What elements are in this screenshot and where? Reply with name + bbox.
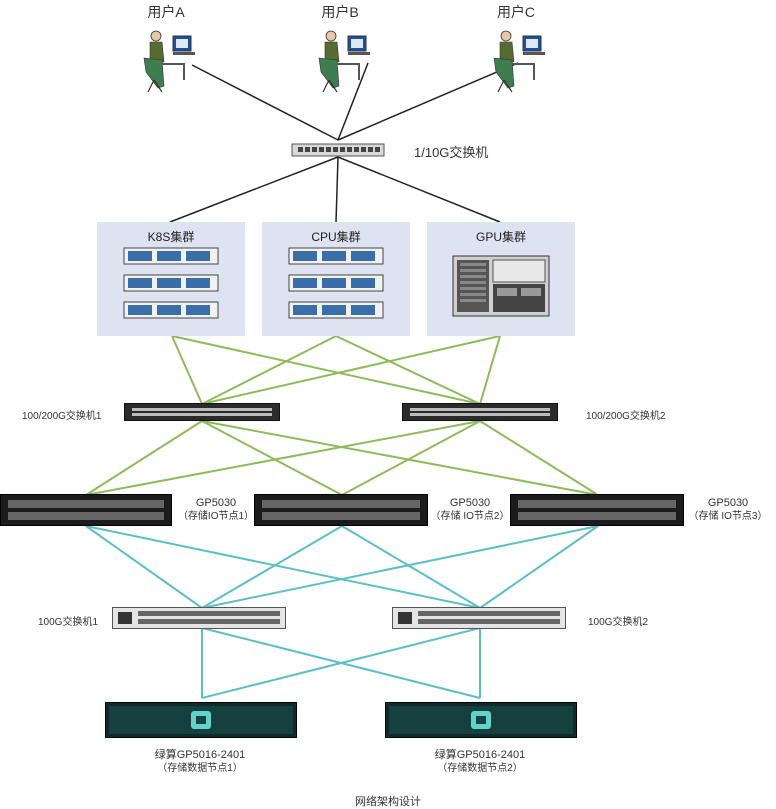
switch-200g-1-icon — [124, 403, 280, 421]
data-node-2-model: 绿算GP5016-2401 — [434, 749, 526, 761]
link-switch-gpu — [337, 156, 501, 223]
user-c-icon — [493, 30, 545, 93]
data-node-2-role: （存储数据节点2） — [437, 763, 523, 774]
io-node-2-role: （存储 IO节点2） — [430, 511, 510, 522]
gpu-cluster-title: GPU集群 — [475, 230, 526, 244]
cpu-cluster-title: CPU集群 — [311, 230, 361, 244]
k8s-cluster-title: K8S集群 — [147, 230, 195, 244]
link-user-b — [337, 62, 369, 141]
link-switch-k8s — [169, 156, 339, 223]
data-node-2-icon — [385, 702, 577, 738]
switch-100g-1-icon — [112, 607, 286, 629]
user-links — [169, 62, 519, 223]
cpu-servers-icon — [288, 247, 384, 319]
link-user-c — [337, 62, 519, 141]
teal-links-data — [201, 627, 481, 699]
data-node-1-icon — [105, 702, 297, 738]
io-node-1-role: （存储IO节点1） — [177, 511, 255, 522]
link-switch-cpu — [335, 156, 339, 223]
io-node-2-icon — [254, 494, 428, 526]
user-a-label: 用户A — [147, 4, 185, 20]
data-node-1-model: 绿算GP5016-2401 — [154, 749, 246, 761]
switch-100g-2-label: 100G交换机2 — [588, 617, 649, 628]
io-node-3-icon — [510, 494, 684, 526]
switch-100g-2-icon — [392, 607, 566, 629]
gpu-server-icon — [452, 255, 550, 317]
io-node-2-text: GP5030 （存储 IO节点2） — [430, 496, 510, 524]
user-b-icon — [318, 30, 370, 93]
gpu-cluster-box: GPU集群 — [427, 222, 575, 336]
cpu-cluster-box: CPU集群 — [262, 222, 410, 336]
teal-links-io — [85, 525, 599, 609]
data-node-2-text: 绿算GP5016-2401 （存储数据节点2） — [410, 748, 550, 776]
k8s-cluster-box: K8S集群 — [97, 222, 245, 336]
io-node-1-icon — [0, 494, 172, 526]
io-node-1-text: GP5030 （存储IO节点1） — [176, 496, 256, 524]
k8s-servers-icon — [123, 247, 219, 319]
switch-100g-1-label: 100G交换机1 — [38, 617, 99, 628]
io-node-1-model: GP5030 — [195, 497, 237, 509]
io-node-3-role: （存储 IO节点3） — [688, 511, 768, 522]
top-switch-label: 1/10G交换机 — [414, 145, 489, 160]
user-c-label: 用户C — [496, 4, 536, 20]
data-node-1-text: 绿算GP5016-2401 （存储数据节点1） — [130, 748, 270, 776]
green-links-clusters — [171, 335, 501, 405]
switch-200g-2-icon — [402, 403, 558, 421]
io-node-3-text: GP5030 （存储 IO节点3） — [686, 496, 770, 524]
switch-200g-1-label: 100/200G交换机1 — [22, 411, 102, 422]
figure-caption: 网络架构设计 — [355, 796, 421, 808]
io-node-2-model: GP5030 — [449, 497, 491, 509]
switch-200g-2-label: 100/200G交换机2 — [586, 411, 666, 422]
data-node-1-role: （存储数据节点1） — [157, 763, 243, 774]
top-switch-icon — [291, 143, 385, 157]
link-user-a — [191, 64, 339, 141]
green-links-io — [85, 420, 599, 496]
io-node-3-model: GP5030 — [707, 497, 749, 509]
user-b-label: 用户B — [321, 4, 359, 20]
user-a-icon — [143, 30, 195, 93]
